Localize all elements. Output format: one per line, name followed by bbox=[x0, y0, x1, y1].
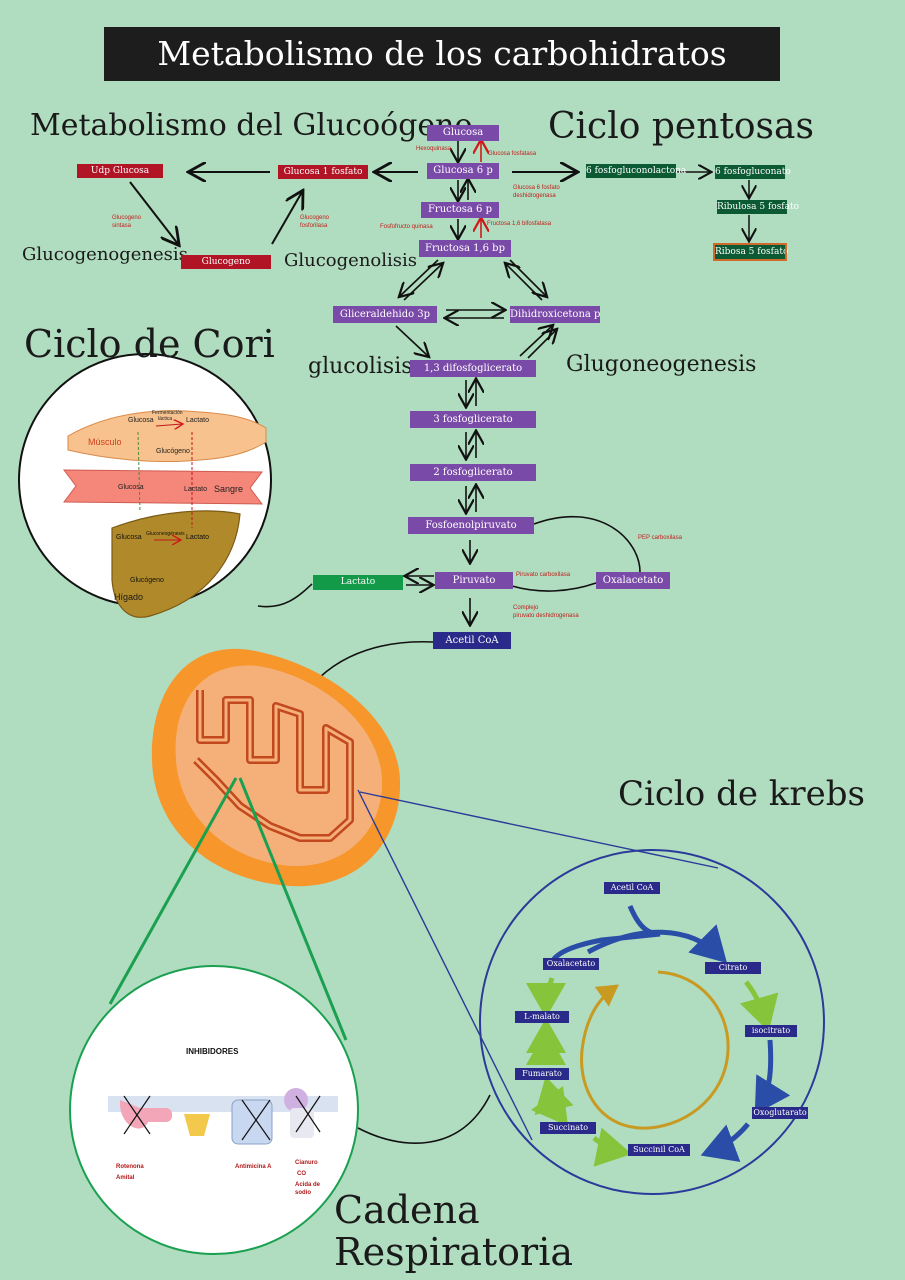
glycogen-metabolism-heading: Metabolismo del Glucoógeno bbox=[30, 108, 473, 143]
node-ribulosa: Ribulosa 5 fosfato bbox=[717, 200, 800, 214]
cori-lactato-blood: Lactato bbox=[184, 486, 207, 493]
node-3-fosfoglicerato: 3 fosfoglicerato bbox=[410, 411, 536, 428]
cori-glucosa-blood: Glucosa bbox=[118, 484, 144, 491]
enzyme-complejo-1: Complejo bbox=[513, 605, 539, 611]
gluconeogenesis-label: Glugoneogenesis bbox=[566, 352, 757, 377]
inhibitor-amital: Amital bbox=[116, 1175, 135, 1181]
node-difosfoglicerato: 1,3 difosfoglicerato bbox=[410, 360, 536, 377]
glycogenolysis-label: Glucogenolisis bbox=[284, 250, 417, 271]
krebs-node-citrato: Citrato bbox=[705, 962, 761, 974]
cori-higado: Hígado bbox=[114, 592, 144, 602]
node-udp-glucosa: Udp Glucosa bbox=[77, 164, 163, 178]
node-glucogeno: Glucogeno bbox=[181, 255, 271, 269]
node-piruvato: Piruvato bbox=[435, 572, 513, 589]
title-bar: Metabolismo de los carbohidratos bbox=[104, 27, 780, 81]
krebs-cycle-heading: Ciclo de krebs bbox=[618, 774, 865, 814]
enzyme-g6p-deshidrogenasa-1: Glucosa 6 fosfato bbox=[513, 185, 560, 191]
node-dihidroxiacetona: Dihidroxicetona p bbox=[510, 306, 600, 323]
cori-glucosa-muscle: Glucosa bbox=[128, 417, 154, 424]
node-acetil-coa: Acetil CoA bbox=[433, 632, 511, 649]
glycogenesis-label: Glucogenogenesis bbox=[22, 244, 188, 265]
krebs-node-succinil-coa: Succinil CoA bbox=[628, 1144, 690, 1156]
node-fosfogluconolactona: 6 fosfogluconolactona bbox=[586, 164, 687, 178]
inhibitor-co: CO bbox=[297, 1171, 306, 1177]
node-glucosa-6p: Glucosa 6 p bbox=[427, 163, 499, 179]
cori-musculo: Músculo bbox=[88, 437, 122, 447]
glycogen-arrows bbox=[129, 172, 749, 244]
node-fructosa-6p: Fructosa 6 p bbox=[421, 202, 499, 218]
node-fructosa-16bp: Fructosa 1,6 bp bbox=[419, 240, 511, 257]
enzyme-fructosa-bifosfatasa: Fructosa 1,6 bifosfatasa bbox=[487, 221, 552, 227]
node-glucosa-1-fosfato: Glucosa 1 fosfato bbox=[278, 165, 368, 179]
krebs-node-acetil-coa: Acetil CoA bbox=[604, 882, 660, 894]
krebs-circle bbox=[479, 849, 825, 1195]
node-fosfogluconato: 6 fosfogluconato bbox=[715, 165, 791, 179]
cori-lactato-muscle: Lactato bbox=[186, 417, 209, 424]
krebs-node-oxoglutarato: Oxoglutarato bbox=[752, 1107, 808, 1119]
krebs-node-succinato: Succinato bbox=[540, 1122, 596, 1134]
node-fosfoenolpiruvato: Fosfoenolpiruvato bbox=[408, 517, 534, 534]
page-title: Metabolismo de los carbohidratos bbox=[157, 34, 727, 73]
krebs-node-oxalacetato: Oxalacetato bbox=[543, 958, 599, 970]
inhibitor-antimicina: Antimicina A bbox=[235, 1164, 272, 1170]
respiratory-chain-heading-1: Cadena bbox=[334, 1188, 480, 1232]
node-gliceraldehido: Gliceraldehido 3p bbox=[333, 306, 437, 323]
glycolysis-arrows bbox=[257, 141, 641, 1144]
inhibitor-azida-1: Acida de bbox=[295, 1182, 321, 1188]
respiratory-circle bbox=[69, 965, 359, 1255]
enzyme-g6p-deshidrogenasa-2: deshidrogenasa bbox=[513, 193, 556, 199]
krebs-node-malato: L-malato bbox=[515, 1011, 569, 1023]
enzyme-glucogeno-sintasa-1: Glucogeno bbox=[112, 215, 142, 221]
mitochondria bbox=[151, 648, 401, 887]
node-ribosa: Ribosa 5 fosfato bbox=[713, 243, 789, 261]
inhibitor-cianuro: Cianuro bbox=[295, 1160, 318, 1166]
cori-sangre: Sangre bbox=[214, 484, 244, 494]
respiratory-chain-heading-2: Respiratoria bbox=[334, 1230, 574, 1274]
enzyme-hexoquinasa: Hexoquinasa bbox=[416, 146, 452, 152]
cori-circle bbox=[18, 353, 272, 618]
cori-glucogeno-muscle: Glucógeno bbox=[156, 448, 190, 455]
cori-gluconeogenesis: Gluconeogénesis bbox=[146, 531, 185, 537]
node-oxalacetato: Oxalacetato bbox=[596, 572, 670, 589]
inhibitors-heading: INHIBIDORES bbox=[186, 1047, 239, 1056]
enzyme-glucogeno-fosforilasa-2: fosforilasa bbox=[300, 223, 328, 229]
enzyme-fosfofructo-quinasa: Fosfofructo quinasa bbox=[380, 224, 433, 230]
node-glucosa: Glucosa bbox=[427, 125, 499, 141]
enzyme-glucogeno-sintasa-2: sintasa bbox=[112, 223, 132, 229]
cori-glucosa-liver: Glucosa bbox=[116, 534, 142, 541]
glycolysis-label: glucolisis bbox=[308, 354, 413, 379]
enzyme-glucogeno-fosforilasa-1: Glucogeno bbox=[300, 215, 330, 221]
enzyme-glucosa-fosfatasa: Glucosa fosfatasa bbox=[488, 151, 537, 157]
enzyme-pep-carboxilasa: PEP carboxilasa bbox=[638, 535, 682, 541]
node-2-fosfoglicerato: 2 fosfoglicerato bbox=[410, 464, 536, 481]
enzyme-complejo-2: piruvato deshidrogenasa bbox=[513, 613, 579, 619]
cori-lactato-liver: Lactato bbox=[186, 534, 209, 541]
cori-glucogeno-liver: Glucógeno bbox=[130, 577, 164, 584]
inhibitor-azida-2: sodio bbox=[295, 1190, 311, 1196]
cori-cycle-heading: Ciclo de Cori bbox=[24, 322, 275, 366]
node-lactato: Lactato bbox=[313, 575, 403, 590]
inhibitor-rotenona: Rotenona bbox=[116, 1164, 144, 1170]
krebs-node-isocitrato: isocitrato bbox=[745, 1025, 797, 1037]
pentose-cycle-heading: Ciclo pentosas bbox=[548, 106, 814, 147]
enzyme-piruvato-carboxilasa: Piruvato carboxilasa bbox=[516, 572, 571, 578]
cori-fermentacion-1: Fermentación bbox=[152, 410, 183, 416]
cori-fermentacion-2: láctica bbox=[158, 416, 173, 422]
krebs-node-fumarato: Fumarato bbox=[515, 1068, 569, 1080]
